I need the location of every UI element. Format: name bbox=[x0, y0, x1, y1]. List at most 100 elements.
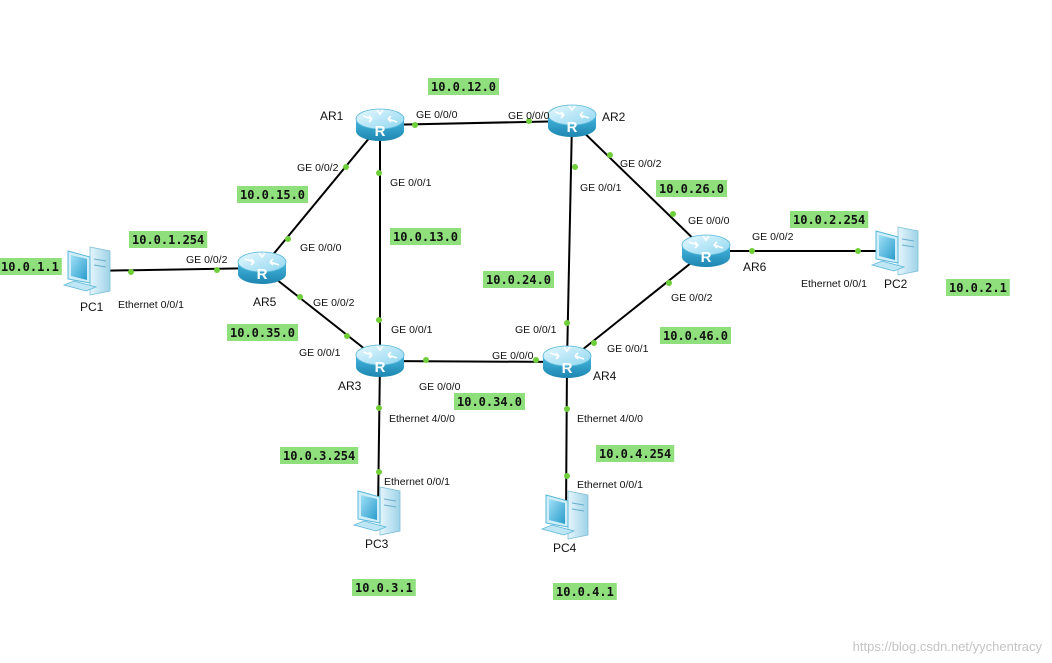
link-ar1-ar2 bbox=[379, 120, 573, 126]
port-dot-pc2-ethernet-0-0-1 bbox=[855, 248, 861, 254]
network-label-10-0-3-254: 10.0.3.254 bbox=[280, 447, 359, 464]
router-ar6[interactable]: R bbox=[681, 234, 731, 267]
port-label-ar2-ge-0-0-0: GE 0/0/0 bbox=[508, 110, 550, 122]
network-label-10-0-1-254: 10.0.1.254 bbox=[129, 231, 208, 248]
link-ar4-ar6 bbox=[566, 250, 707, 363]
router-glyph: R bbox=[567, 119, 578, 136]
port-label-ar1-ge-0-0-1: GE 0/0/1 bbox=[390, 177, 432, 189]
svg-text:10.0.2.1: 10.0.2.1 bbox=[949, 281, 1007, 295]
router-icon: R bbox=[237, 251, 287, 284]
port-dot-ar5-ge-0-0-1 bbox=[344, 333, 350, 339]
port-label-ar6-ge-0-0-1: GE 0/0/1 bbox=[607, 343, 649, 355]
network-label-10-0-12-0: 10.0.12.0 bbox=[428, 78, 500, 95]
host-address-pc4: 10.0.4.1 bbox=[553, 583, 617, 600]
port-label-pc3-ethernet-0-0-1: Ethernet 0/0/1 bbox=[384, 476, 450, 488]
router-ar5[interactable]: R bbox=[237, 251, 287, 284]
port-label-ar4-ge-0-0-2: GE 0/0/2 bbox=[671, 292, 713, 304]
host-address-pc1: 10.0.1.1 bbox=[0, 258, 62, 275]
link-ar4-pc4 bbox=[565, 361, 568, 516]
port-dot-ar1-ge-0-0-0 bbox=[412, 122, 418, 128]
port-dot-ar1-ge-0-0-2 bbox=[343, 164, 349, 170]
network-label-10-0-46-0: 10.0.46.0 bbox=[660, 327, 732, 344]
port-dot-ar4-ge-0-0-2 bbox=[666, 280, 672, 286]
router-label-ar6: AR6 bbox=[743, 260, 767, 274]
svg-text:10.0.26.0: 10.0.26.0 bbox=[659, 182, 724, 196]
port-dot-ar2-ge-0-0-1 bbox=[572, 164, 578, 170]
svg-text:10.0.12.0: 10.0.12.0 bbox=[431, 80, 496, 94]
port-label-ar3-ge-0-0-1: GE 0/0/1 bbox=[391, 324, 433, 336]
svg-text:10.0.13.0: 10.0.13.0 bbox=[393, 230, 458, 244]
port-dot-ar4-ethernet-4-0-0 bbox=[564, 406, 570, 412]
link-ar3-pc3 bbox=[377, 360, 381, 512]
port-label-pc4-ethernet-0-0-1: Ethernet 0/0/1 bbox=[577, 479, 643, 491]
svg-text:10.0.3.1: 10.0.3.1 bbox=[355, 581, 413, 595]
router-icon: R bbox=[681, 234, 731, 267]
router-glyph: R bbox=[562, 360, 573, 377]
svg-text:10.0.35.0: 10.0.35.0 bbox=[230, 326, 295, 340]
router-icon: R bbox=[542, 345, 592, 378]
pc-icon bbox=[870, 226, 919, 276]
port-dot-ar2-ge-0-0-0 bbox=[526, 118, 532, 124]
port-label-ar1-ge-0-0-2: GE 0/0/2 bbox=[297, 162, 339, 174]
router-ar2[interactable]: R bbox=[547, 104, 597, 137]
router-label-ar4: AR4 bbox=[593, 369, 617, 383]
link-ar3-ar5 bbox=[261, 267, 381, 362]
pc-pc4[interactable] bbox=[540, 490, 589, 540]
pc-icon bbox=[352, 486, 401, 536]
network-label-10-0-15-0: 10.0.15.0 bbox=[237, 186, 309, 203]
network-label-10-0-13-0: 10.0.13.0 bbox=[390, 228, 462, 245]
port-dot-ar5-ge-0-0-0 bbox=[285, 236, 291, 242]
network-label-10-0-2-254: 10.0.2.254 bbox=[790, 211, 869, 228]
svg-text:10.0.34.0: 10.0.34.0 bbox=[457, 395, 522, 409]
pc-label-pc4: PC4 bbox=[553, 541, 577, 555]
link-ar5-pc1 bbox=[87, 267, 263, 272]
port-label-ar4-ge-0-0-1: GE 0/0/1 bbox=[515, 324, 557, 336]
router-icon: R bbox=[355, 108, 405, 141]
port-label-ar6-ge-0-0-2: GE 0/0/2 bbox=[752, 231, 794, 243]
svg-text:10.0.3.254: 10.0.3.254 bbox=[283, 449, 355, 463]
svg-text:10.0.4.254: 10.0.4.254 bbox=[599, 447, 671, 461]
host-address-pc2: 10.0.2.1 bbox=[946, 279, 1010, 296]
port-dot-ar3-ethernet-4-0-0 bbox=[376, 405, 382, 411]
svg-text:10.0.24.0: 10.0.24.0 bbox=[486, 273, 551, 287]
port-dot-pc4-ethernet-0-0-1 bbox=[564, 473, 570, 479]
svg-text:10.0.15.0: 10.0.15.0 bbox=[240, 188, 305, 202]
network-label-10-0-35-0: 10.0.35.0 bbox=[227, 324, 299, 341]
port-label-ar2-ge-0-0-2: GE 0/0/2 bbox=[620, 158, 662, 170]
port-dot-ar1-ge-0-0-1 bbox=[376, 170, 382, 176]
router-ar3[interactable]: R bbox=[355, 344, 405, 377]
port-dot-ar6-ge-0-0-2 bbox=[749, 248, 755, 254]
router-glyph: R bbox=[375, 123, 386, 140]
svg-text:10.0.46.0: 10.0.46.0 bbox=[663, 329, 728, 343]
port-label-ar6-ge-0-0-0: GE 0/0/0 bbox=[688, 215, 730, 227]
port-dot-ar3-ge-0-0-1 bbox=[376, 317, 382, 323]
port-dot-ar6-ge-0-0-0 bbox=[670, 211, 676, 217]
svg-text:10.0.1.1: 10.0.1.1 bbox=[1, 260, 59, 274]
router-label-ar3: AR3 bbox=[338, 379, 362, 393]
pc-pc3[interactable] bbox=[352, 486, 401, 536]
router-icon: R bbox=[547, 104, 597, 137]
link-ar2-ar6 bbox=[571, 120, 707, 252]
network-label-10-0-4-254: 10.0.4.254 bbox=[596, 445, 675, 462]
pc-label-pc2: PC2 bbox=[884, 277, 908, 291]
port-dot-pc1-ethernet-0-0-1 bbox=[128, 269, 134, 275]
router-ar4[interactable]: R bbox=[542, 345, 592, 378]
network-label-10-0-24-0: 10.0.24.0 bbox=[483, 271, 555, 288]
port-label-ar2-ge-0-0-1: GE 0/0/1 bbox=[580, 182, 622, 194]
router-glyph: R bbox=[701, 249, 712, 266]
port-label-ar5-ge-0-0-0: GE 0/0/0 bbox=[300, 242, 342, 254]
router-label-ar1: AR1 bbox=[320, 109, 344, 123]
svg-text:10.0.2.254: 10.0.2.254 bbox=[793, 213, 865, 227]
pc-icon bbox=[540, 490, 589, 540]
pc-pc1[interactable] bbox=[62, 246, 111, 296]
port-dot-ar4-ge-0-0-1 bbox=[564, 320, 570, 326]
port-label-ar5-ge-0-0-2: GE 0/0/2 bbox=[186, 254, 228, 266]
router-ar1[interactable]: R bbox=[355, 108, 405, 141]
pc-pc2[interactable] bbox=[870, 226, 919, 276]
port-dot-pc3-ethernet-0-0-1 bbox=[376, 469, 382, 475]
svg-text:10.0.4.1: 10.0.4.1 bbox=[556, 585, 614, 599]
router-label-ar5: AR5 bbox=[253, 295, 277, 309]
pc-icon bbox=[62, 246, 111, 296]
